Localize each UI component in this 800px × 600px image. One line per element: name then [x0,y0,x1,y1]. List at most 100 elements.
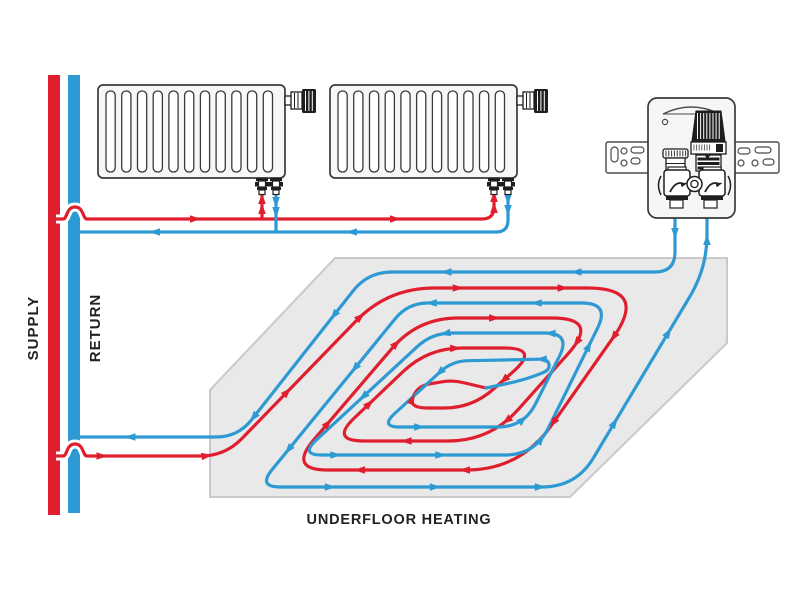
union-nut-icon [686,175,703,193]
radiator-slat [262,90,274,173]
flow-arrow-icon [284,443,295,455]
flow-arrow-icon [662,327,672,340]
flow-arrow-icon [258,203,266,214]
radiator-thermostat-icon [284,89,316,113]
flow-arrow-icon [96,452,108,460]
flow-arrow-icon [499,373,511,384]
flow-arrow-icon [549,416,560,428]
flow-arrow-icon [353,312,365,324]
mounting-bracket-icon [605,141,651,174]
flow-arrow-icon [680,182,688,188]
flow-arrow-icon [504,205,512,216]
floor-area [209,257,728,498]
radiator-slat [400,90,411,173]
radiator-slat [463,90,474,173]
radiator-slat [183,90,195,173]
flow-arrow-icon [610,330,620,342]
flow-arrow-icon [557,284,569,292]
radiators [97,84,548,196]
radiator-slat [353,90,364,173]
radiator-2 [329,84,548,196]
radiator-slat [384,90,396,173]
flow-arrows [96,191,711,491]
flow-arrow-icon [490,191,498,202]
flow-arrow-icon [351,361,362,373]
valve-to-return-line [75,201,677,439]
flow-arrow-icon [414,423,426,431]
radiator-slat [136,90,148,173]
flow-arrow-icon [573,336,583,348]
radiator-thermostat-icon [516,89,548,113]
flow-arrow-icon [671,228,679,239]
flow-arrow-icon [489,314,501,322]
radiator-slat [447,90,458,173]
radiator-slat [121,90,132,173]
flow-arrow-icon [435,366,447,377]
radiator-bottom-valve-icon [255,178,269,196]
flow-arrow-icon [363,399,374,410]
flow-arrow-icon [330,308,341,320]
screw-icon [661,118,669,126]
flow-arrow-icon [359,390,370,401]
radiator-slat [168,90,179,173]
pipe-stub [669,199,684,209]
flow-arrow-icon [190,215,201,223]
supply-label: SUPPLY [25,296,42,361]
flow-arrow-icon [439,328,452,337]
flow-arrow-icon [201,452,213,461]
pipe-stub [703,199,718,209]
radiator-slat [415,90,427,173]
flow-arrow-icon [258,193,266,204]
radiator-slat [199,90,211,173]
mounting-bracket-icon [732,141,780,174]
flow-arrow-icon [435,451,447,459]
flow-arrow-icon [249,410,260,422]
floor-supply-loop [52,286,628,472]
flow-arrow-icon [425,299,437,307]
radiator-1 [97,84,316,196]
return-line-top [78,184,510,234]
flow-arrow-icon [530,299,542,307]
flow-arrow-icon [280,387,292,399]
flow-arrow-icon [490,202,498,213]
flow-arrow-icon [535,355,547,363]
return-label: RETURN [87,294,104,363]
radiator-slat [478,90,490,173]
flow-arrow-icon [429,483,441,491]
rtl-valve-unit [605,97,780,219]
radiator-bottom-valve-icon [269,178,283,196]
flow-arrow-icon [272,197,280,208]
supply-riser-pipe [48,75,60,515]
flow-arrow-icon [124,433,136,441]
flow-arrow-icon [534,483,546,491]
flow-arrow-icon [715,182,723,188]
valve-body-icon [698,166,726,200]
flow-arrow-icon [534,434,545,446]
radiator-slat [152,90,164,173]
radiator-distribution-lines [52,184,510,234]
return-riser-pipe [68,75,80,513]
flow-arrow-icon [516,415,528,426]
flow-arrow-icon [544,329,556,338]
flow-arrow-icon [502,414,514,425]
radiator-slat [368,90,380,173]
flow-arrow-icon [324,483,336,491]
flow-arrow-icon [390,215,401,223]
flow-arrow-icon [703,234,711,245]
supply-line-top [52,184,496,221]
flow-arrow-icon [504,194,512,205]
flow-arrow-icon [389,339,401,351]
radiator-slat [494,90,506,173]
flow-arrow-icon [321,418,332,430]
flow-arrow-icon [149,228,160,236]
flow-arrow-icon [330,451,342,459]
flow-arrow-icon [406,393,415,406]
flow-arrow-icon [346,228,357,236]
thermostatic-head-icon [690,110,727,172]
flow-arrow-icon [450,344,462,353]
flow-arrow-icon [583,340,592,353]
radiator-bottom-valve-icon [501,178,515,196]
radiator-slat [215,90,226,173]
radiator-bottom-valve-icon [487,178,501,196]
